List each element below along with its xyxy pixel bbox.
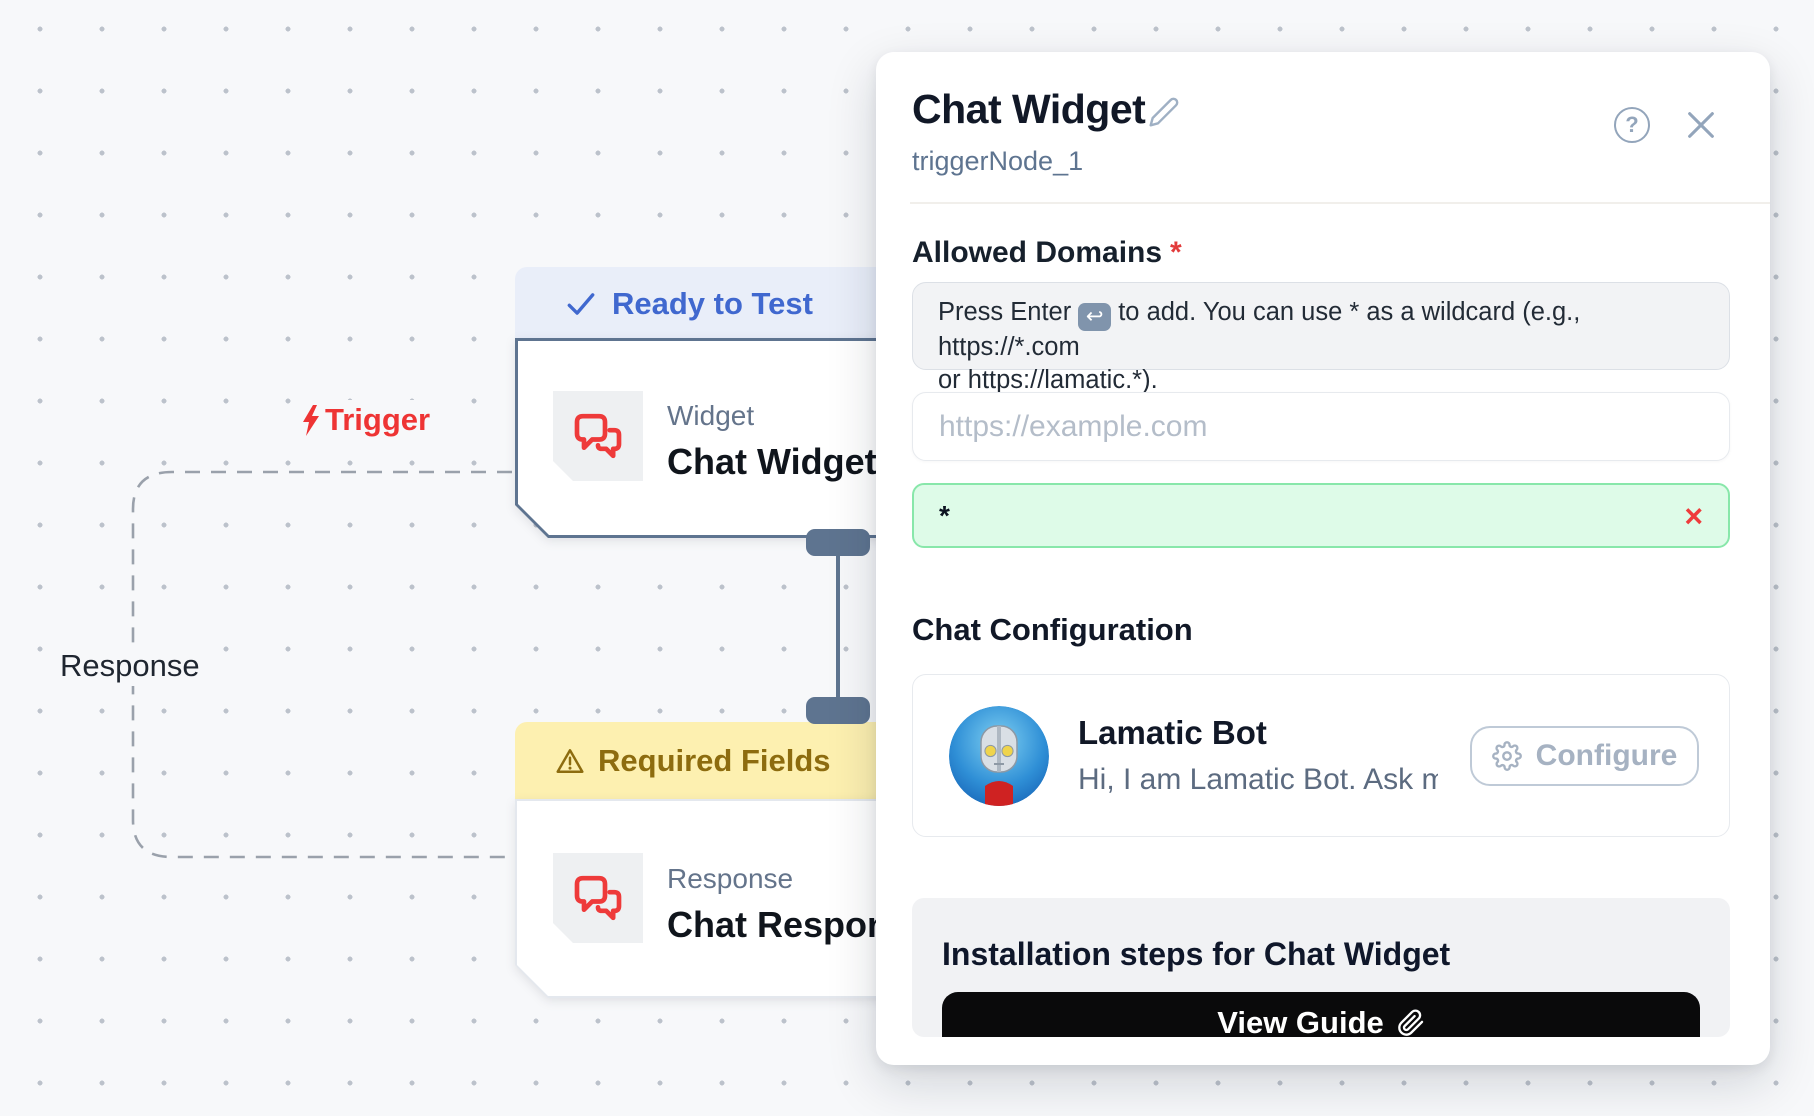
remove-domain-icon[interactable]: ×	[1684, 497, 1703, 534]
domain-input[interactable]	[912, 392, 1730, 461]
bot-tagline: Hi, I am Lamatic Bot. Ask me…	[1078, 763, 1438, 796]
trigger-edge-label: Trigger	[294, 400, 437, 440]
close-icon[interactable]	[1684, 108, 1718, 142]
view-guide-button[interactable]: View Guide	[942, 992, 1700, 1037]
trigger-edge-label-text: Trigger	[325, 402, 431, 437]
required-asterisk: *	[1170, 236, 1182, 269]
status-badge-ready-text: Ready to Test	[612, 285, 813, 321]
source-handle[interactable]	[806, 529, 870, 556]
node-config-panel: Chat Widget triggerNode_1 ? Allowed Doma…	[876, 52, 1770, 1065]
chat-bubbles-icon	[570, 870, 626, 926]
warning-icon	[556, 748, 584, 773]
domain-entry-value: *	[939, 499, 950, 531]
node-category: Response	[667, 863, 794, 894]
response-edge-label: Response	[52, 646, 208, 686]
status-badge-required-text: Required Fields	[598, 742, 831, 778]
robot-avatar-image	[949, 705, 1049, 806]
bot-avatar	[949, 705, 1049, 806]
domains-hint: Press Enter↩to add. You can use * as a w…	[912, 282, 1730, 394]
bot-text-block: Lamatic Bot Hi, I am Lamatic Bot. Ask me…	[1078, 714, 1438, 797]
allowed-domains-label: Allowed Domains*	[912, 236, 1182, 269]
chat-response-icon-tile	[553, 853, 643, 943]
view-guide-label: View Guide	[1217, 1005, 1384, 1037]
node-title: Chat Widget	[667, 441, 877, 482]
enter-key-icon: ↩	[1078, 302, 1112, 331]
paperclip-icon	[1398, 1009, 1423, 1036]
target-handle[interactable]	[806, 697, 870, 724]
node-category: Widget	[667, 400, 755, 431]
check-icon	[567, 292, 595, 315]
installation-section: Installation steps for Chat Widget View …	[912, 898, 1730, 1037]
installation-heading: Installation steps for Chat Widget	[942, 936, 1451, 972]
gear-icon	[1491, 740, 1522, 771]
help-icon[interactable]: ?	[1614, 107, 1650, 143]
edit-pencil-icon[interactable]	[1148, 96, 1180, 128]
chat-widget-icon-tile	[553, 391, 643, 481]
bot-name: Lamatic Bot	[1078, 714, 1267, 751]
chat-config-heading: Chat Configuration	[912, 612, 1193, 647]
panel-subtitle: triggerNode_1	[912, 146, 1084, 176]
chat-bubbles-icon	[570, 408, 626, 464]
configure-button-label: Configure	[1535, 738, 1678, 772]
panel-title: Chat Widget	[912, 86, 1146, 132]
domain-entry: * ×	[912, 483, 1730, 548]
configure-button[interactable]: Configure	[1470, 725, 1699, 786]
header-divider	[910, 202, 1770, 204]
bot-card: Lamatic Bot Hi, I am Lamatic Bot. Ask me…	[912, 674, 1730, 837]
lightning-icon	[303, 404, 319, 436]
